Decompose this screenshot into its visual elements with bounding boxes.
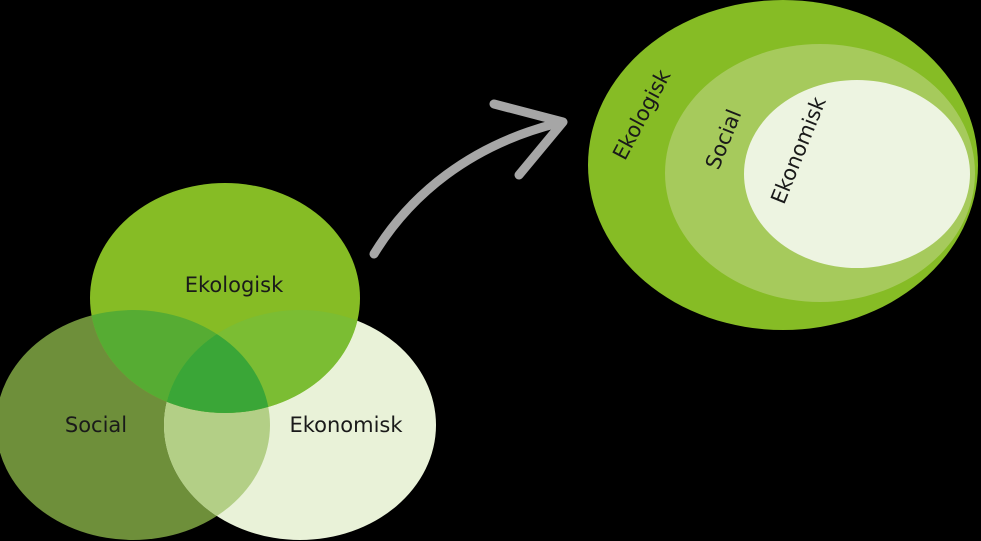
- transition-arrow: [369, 99, 568, 259]
- venn-label-ekologisk: Ekologisk: [185, 273, 284, 297]
- nested-ellipse-ekonomisk: [744, 80, 970, 268]
- arrow-shaft: [369, 118, 563, 259]
- arrow-head-icon: [489, 99, 568, 180]
- venn-label-social: Social: [65, 413, 127, 437]
- venn-label-ekonomisk: Ekonomisk: [289, 413, 403, 437]
- nested-diagram: Ekologisk Social Ekonomisk: [588, 0, 978, 330]
- venn-diagram: Ekologisk Social Ekonomisk: [0, 183, 436, 540]
- venn-overlap-ekologisk-ekonomisk: [164, 310, 360, 413]
- venn-overlap-ekologisk-social: [90, 310, 270, 413]
